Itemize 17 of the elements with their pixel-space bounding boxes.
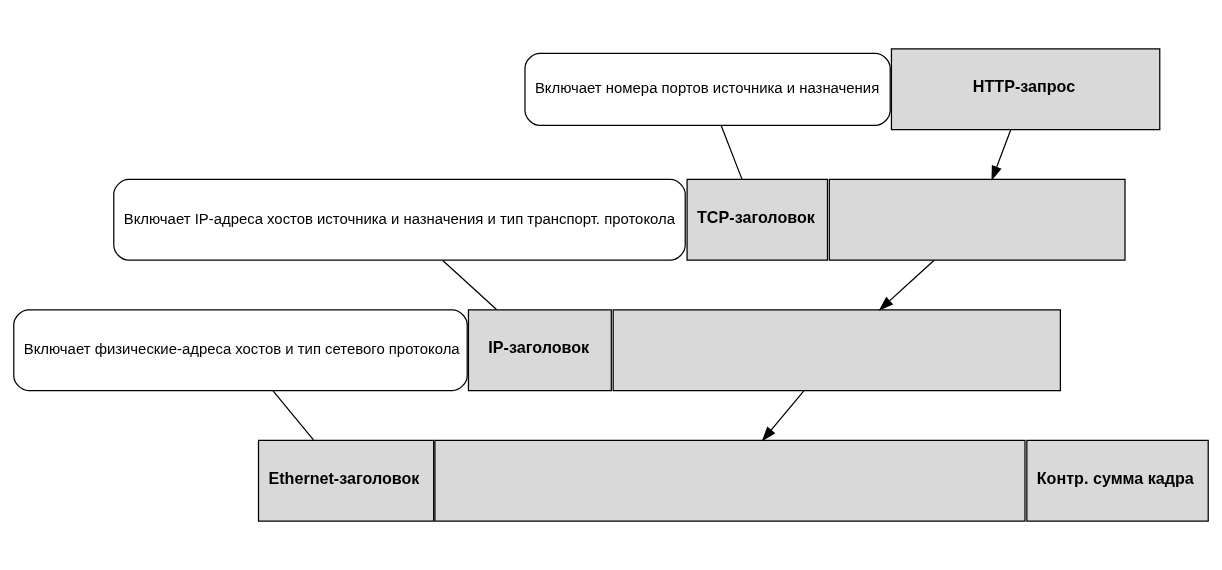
node-box: Включает номера портов источника и назначения	[524, 52, 891, 126]
arrow	[991, 129, 1012, 181]
node-box: TCP-заголовок	[686, 178, 829, 261]
node-box	[612, 309, 1061, 392]
arrow	[878, 259, 935, 311]
connector	[720, 124, 743, 180]
node-box: IP-заголовок	[467, 309, 612, 392]
node-box: Включает IP-адреса хостов источника и назначения и тип транспорт. протокола	[113, 178, 686, 261]
node-box: HTTP-запрос	[890, 48, 1161, 131]
node-box	[828, 178, 1126, 261]
arrow	[761, 390, 805, 442]
connector	[272, 390, 315, 441]
connector	[442, 259, 498, 311]
node-box: Ethernet-заголовок	[257, 439, 435, 522]
node-box	[434, 439, 1026, 522]
node-box: Контр. сумма кадра	[1026, 439, 1209, 522]
node-box: Включает физические-адреса хостов и тип сетевого протокола	[13, 309, 468, 392]
